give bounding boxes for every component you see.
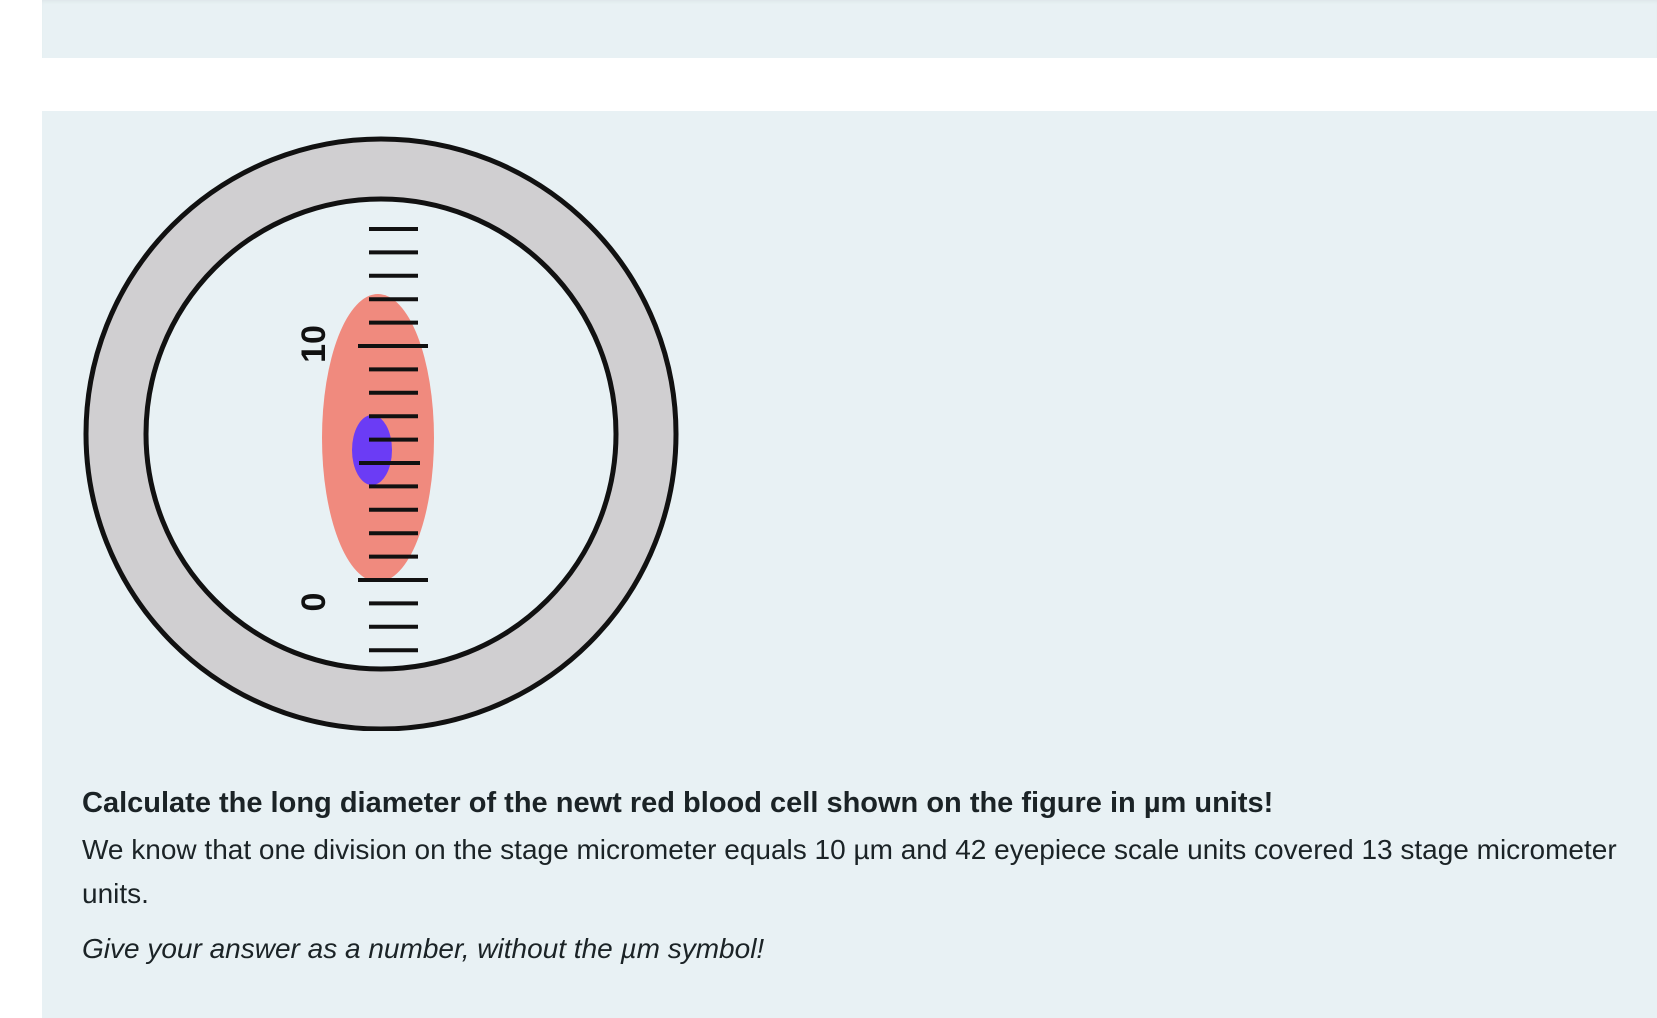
cell-nucleus [352,415,392,485]
question-body: We know that one division on the stage m… [82,834,1617,909]
top-panel [42,0,1657,58]
eyepiece-scale [358,227,428,653]
question-hint: Give your answer as a number, without th… [82,933,765,964]
scale-label-0: 0 [295,593,333,612]
microscope-figure: 10 0 [82,133,680,731]
microscope-field-svg: 10 0 [83,136,679,731]
question-title: Calculate the long diameter of the newt … [82,787,1274,819]
scale-label-10: 10 [295,325,333,363]
question-card: 10 0 Calculate the long diameter of the … [42,111,1657,1018]
